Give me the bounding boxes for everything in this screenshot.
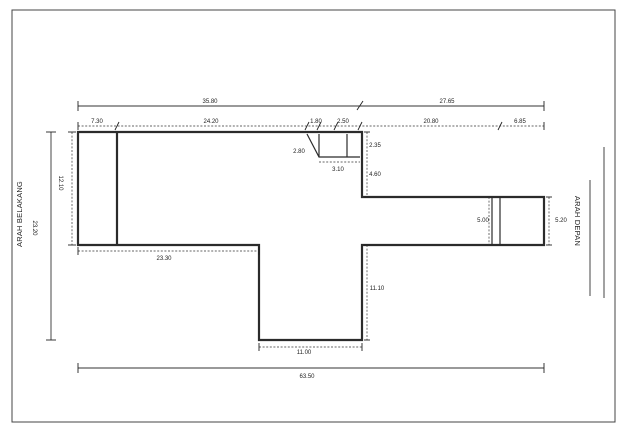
- dim-right-outer-height: 5.20: [555, 218, 567, 224]
- dim-left-total-height: 23.20: [31, 220, 37, 236]
- drawing-border: [11, 9, 616, 423]
- notch-height-dimension: 2.35: [364, 131, 381, 157]
- right-room-dimensions: 5.00 5.20: [477, 196, 567, 246]
- building-outline: [76, 130, 546, 342]
- top-overall-dimension: 35.80 27.65: [77, 99, 545, 111]
- dim-stem-height: 11.10: [370, 286, 385, 292]
- dim-notch-slant: 2.80: [293, 149, 305, 155]
- top-segment-dimension: 7.30 24.20 1.80 2.50 20.80 6.85: [77, 119, 545, 131]
- left-bottom-width-dimension: 23.30: [77, 247, 260, 262]
- back-side-label: ARAH BELAKANG: [15, 181, 24, 247]
- stem-height-dimension: 11.10: [364, 244, 385, 341]
- dim-top-right-total: 27.65: [439, 99, 455, 105]
- dim-seg-d: 2.50: [337, 119, 349, 125]
- step-height-dimension: 4.60: [364, 157, 381, 198]
- dim-right-inner-height: 5.00: [477, 218, 489, 224]
- dim-overall-width: 63.50: [299, 374, 315, 380]
- dim-top-left-total: 35.80: [202, 99, 218, 105]
- notch-width-dimension: 3.10: [319, 161, 360, 173]
- dim-seg-a: 7.30: [91, 119, 103, 125]
- front-side-label: ARAH DEPAN: [573, 196, 582, 246]
- stem-width-dimension: 11.00: [258, 343, 363, 356]
- dim-step-height: 4.60: [369, 172, 381, 178]
- left-height-dimension: 12.10: [57, 131, 76, 246]
- dim-seg-c: 1.80: [310, 119, 322, 125]
- dim-notch-height: 2.35: [369, 143, 381, 149]
- dim-break-mark: [356, 100, 364, 111]
- dim-seg-f: 6.85: [514, 119, 526, 125]
- dim-left-height: 12.10: [57, 175, 63, 191]
- left-total-height-dimension: 23.20: [31, 131, 56, 341]
- top-notch-room: [306, 133, 360, 158]
- dim-stem-width: 11.00: [297, 350, 312, 356]
- overall-width-dimension: 63.50: [77, 363, 545, 380]
- dim-seg-e: 20.80: [423, 119, 439, 125]
- dim-notch-width: 3.10: [332, 167, 344, 173]
- dim-seg-b: 24.20: [203, 119, 219, 125]
- dim-left-bottom-width: 23.30: [156, 256, 172, 262]
